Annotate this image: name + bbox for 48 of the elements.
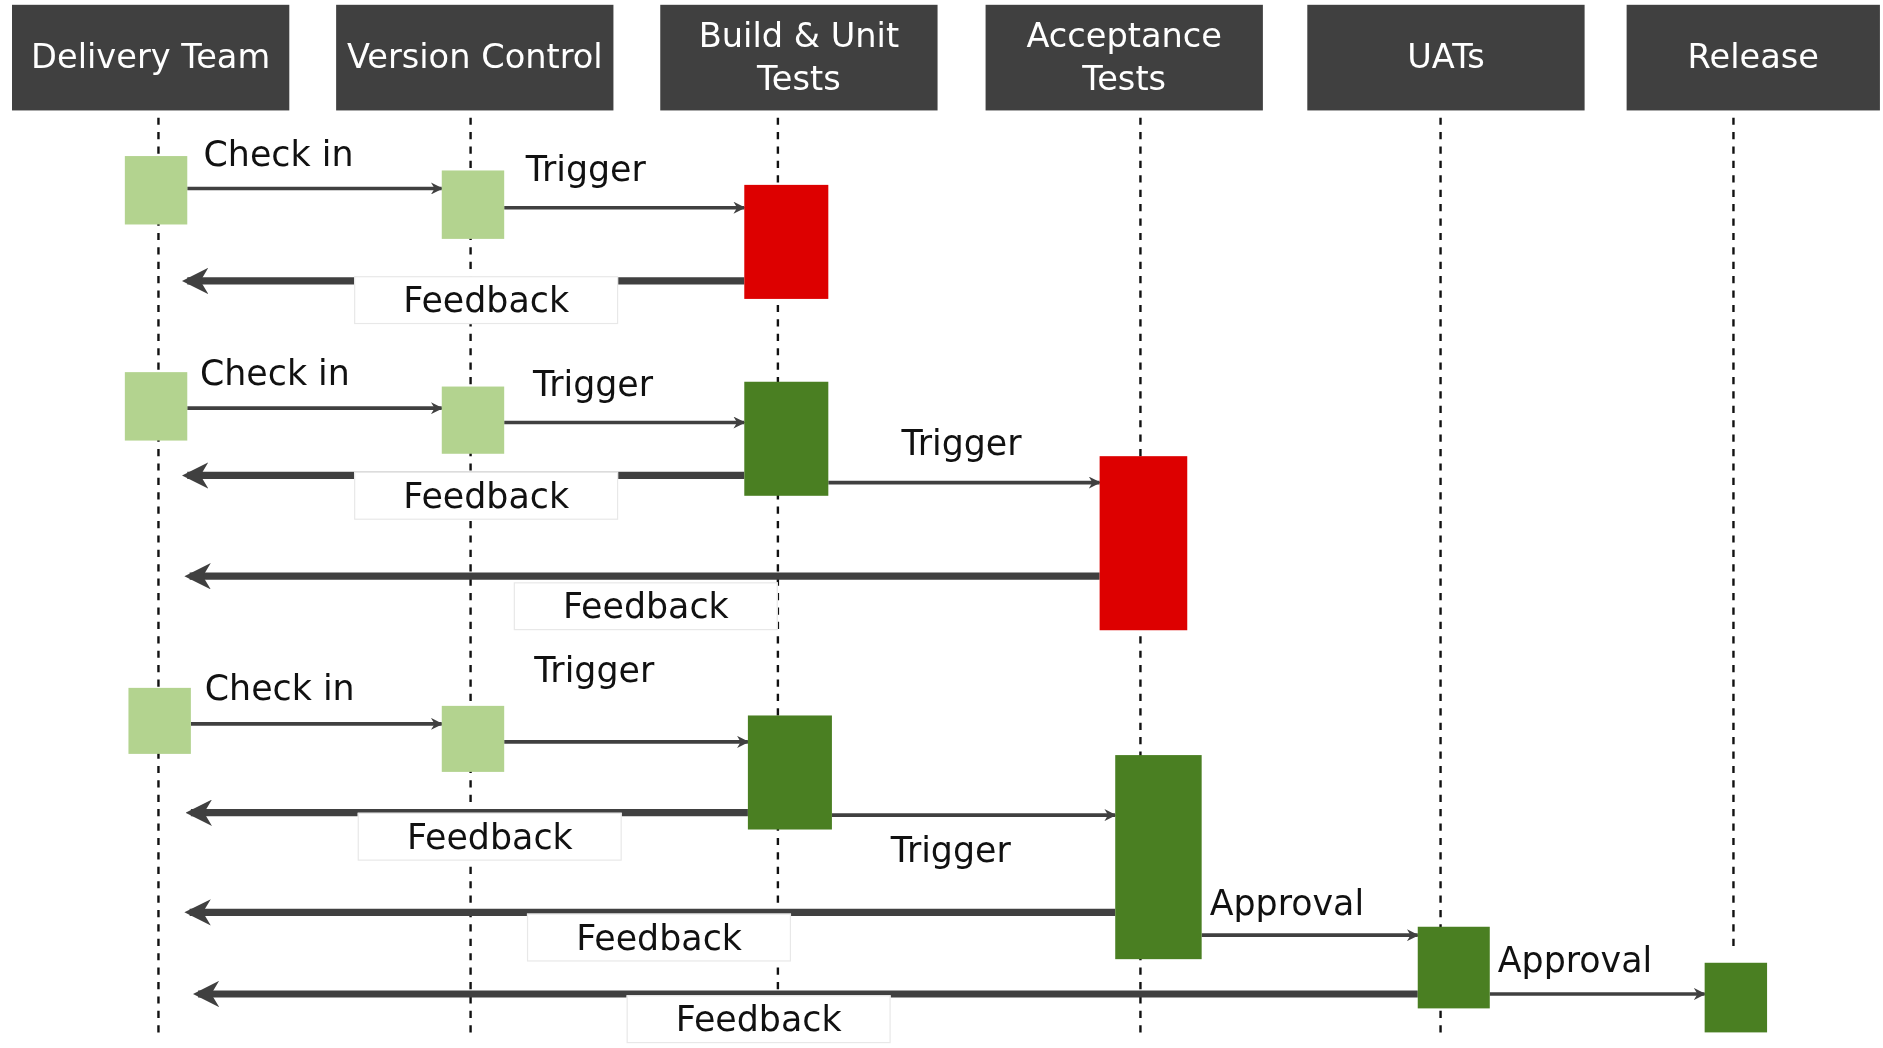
activation-box — [1099, 456, 1188, 631]
activation-box — [441, 170, 505, 239]
arrow — [1489, 988, 1706, 1000]
lane-header: UATs — [1307, 4, 1585, 111]
activation-box — [441, 705, 505, 772]
arrow — [504, 416, 746, 429]
activation-box — [128, 687, 191, 754]
arrow — [831, 809, 1117, 822]
arrow — [828, 476, 1101, 489]
lane-header: Delivery Team — [12, 4, 290, 111]
feedback-arrow — [185, 799, 748, 826]
edge-label: Check in — [204, 667, 355, 709]
edge-label: Feedback — [357, 812, 622, 861]
edge-label: Trigger — [534, 649, 655, 691]
arrow — [187, 182, 443, 195]
activation-box — [1115, 755, 1202, 960]
arrow — [187, 402, 443, 415]
edge-label: Approval — [1497, 939, 1653, 981]
edge-label: Trigger — [901, 422, 1022, 464]
activation-box — [744, 381, 829, 496]
feedback-arrow — [192, 980, 1418, 1008]
edge-label: Trigger — [525, 148, 646, 190]
edge-label: Feedback — [626, 995, 891, 1044]
lane-header: Version Control — [336, 4, 614, 111]
activation-box — [124, 156, 188, 225]
feedback-arrow — [184, 563, 1100, 590]
lane-header: Release — [1626, 4, 1880, 111]
activation-box — [747, 715, 832, 830]
edge-label: Check in — [199, 352, 350, 394]
feedback-arrow — [184, 899, 1116, 926]
activation-box — [744, 184, 829, 299]
edge-label: Check in — [203, 133, 354, 175]
arrow — [190, 717, 443, 730]
activation-box — [1417, 926, 1490, 1009]
edge-label: Trigger — [533, 363, 654, 405]
edge-label: Approval — [1209, 882, 1365, 924]
arrow — [504, 201, 746, 214]
arrow — [1201, 929, 1419, 942]
edge-label: Feedback — [526, 913, 792, 962]
lane-header: Acceptance Tests — [985, 4, 1263, 111]
activation-box — [124, 372, 188, 441]
edge-label: Trigger — [890, 829, 1011, 871]
activation-box — [441, 386, 505, 454]
edge-label: Feedback — [513, 582, 778, 631]
activation-box — [1704, 962, 1768, 1033]
edge-label: Feedback — [354, 471, 619, 520]
edge-label: Feedback — [354, 276, 619, 325]
lane-header: Build & Unit Tests — [660, 4, 938, 111]
